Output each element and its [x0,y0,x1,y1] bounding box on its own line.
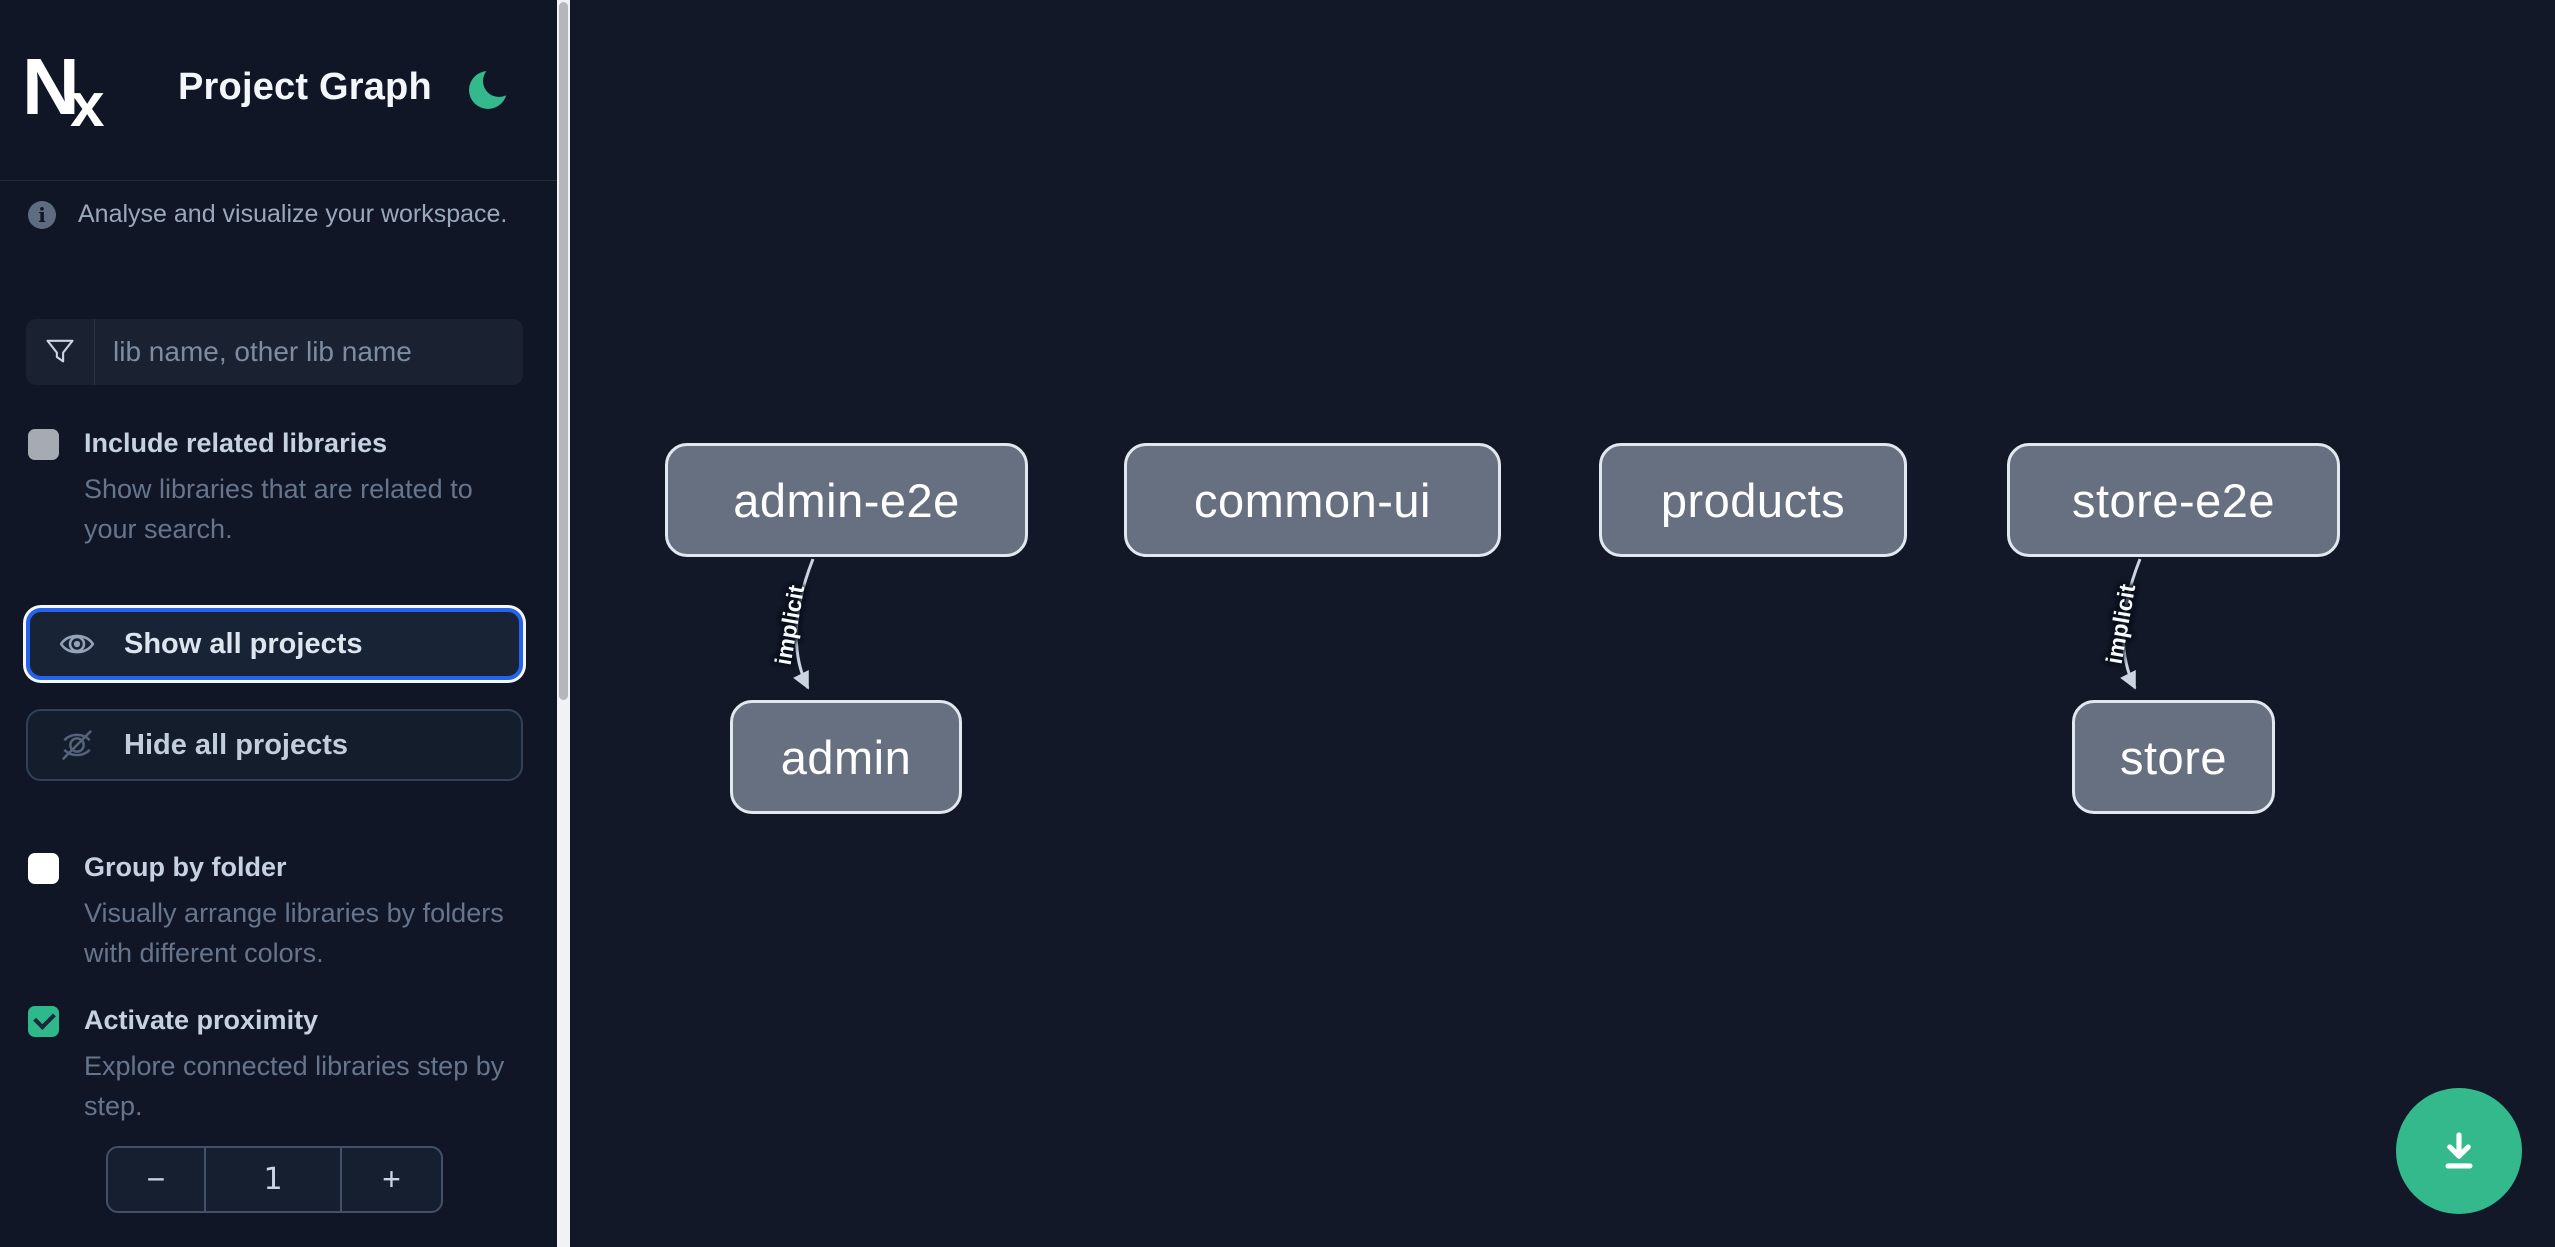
search-box [26,319,523,385]
decrement-button[interactable]: − [146,1161,166,1197]
hide-all-projects-button[interactable]: Hide all projects [26,709,523,781]
activate-proximity-checkbox[interactable] [28,1006,59,1037]
tagline-row: i Analyse and visualize your workspace. [28,200,507,229]
proximity-value: 1 [204,1148,342,1211]
edge-admin-e2e-to-admin[interactable] [793,558,815,690]
search-input[interactable] [95,319,523,385]
download-icon [2445,1132,2473,1169]
graph-node-common-ui[interactable]: common-ui [1124,443,1501,557]
graph-edges [793,558,2142,690]
page-title: Project Graph [178,66,432,108]
proximity-stepper: − 1 + [106,1146,443,1213]
sidebar: N x Project Graph i Analyse and visualiz… [0,0,557,1247]
graph-node-admin[interactable]: admin [730,700,962,814]
include-related-description: Show libraries that are related to your … [84,473,473,544]
graph-node-admin-e2e[interactable]: admin-e2e [665,443,1028,557]
group-by-folder-option: Group by folder Visually arrange librari… [28,851,518,973]
activate-proximity-option: Activate proximity Explore connected lib… [28,1004,518,1126]
show-all-projects-button[interactable]: Show all projects [26,608,523,680]
activate-proximity-label: Activate proximity [84,1005,319,1035]
sidebar-header: N x Project Graph [0,0,557,181]
moon-icon[interactable] [466,64,514,112]
eye-off-icon [62,730,92,760]
svg-text:N: N [26,48,80,126]
activate-proximity-description: Explore connected libraries step by step… [84,1050,505,1121]
increment-button[interactable]: + [382,1161,401,1197]
eye-icon [59,634,95,654]
include-related-option: Include related libraries Show libraries… [28,427,518,549]
nx-logo: N x [26,48,105,126]
graph-node-store[interactable]: store [2072,700,2275,814]
include-related-label: Include related libraries [84,428,388,458]
tagline-text: Analyse and visualize your workspace. [78,200,508,228]
group-by-folder-label: Group by folder [84,852,287,882]
sidebar-scrollbar-thumb[interactable] [559,2,568,700]
project-graph-canvas[interactable]: implicit implicit admin-e2e common-ui pr… [570,0,2555,1247]
graph-node-products[interactable]: products [1599,443,1907,557]
graph-node-store-e2e[interactable]: store-e2e [2007,443,2340,557]
group-by-folder-checkbox[interactable] [28,853,59,884]
edge-store-e2e-to-store[interactable] [2120,558,2142,690]
group-by-folder-description: Visually arrange libraries by folders wi… [84,897,504,968]
include-related-checkbox[interactable] [28,429,59,460]
sidebar-scrollbar-track[interactable] [557,0,570,1247]
info-icon: i [28,200,56,229]
svg-text:x: x [70,71,105,126]
download-graph-button[interactable] [2396,1088,2522,1214]
hide-all-projects-label: Hide all projects [124,728,349,761]
filter-icon [26,319,95,385]
show-all-projects-label: Show all projects [124,627,363,660]
